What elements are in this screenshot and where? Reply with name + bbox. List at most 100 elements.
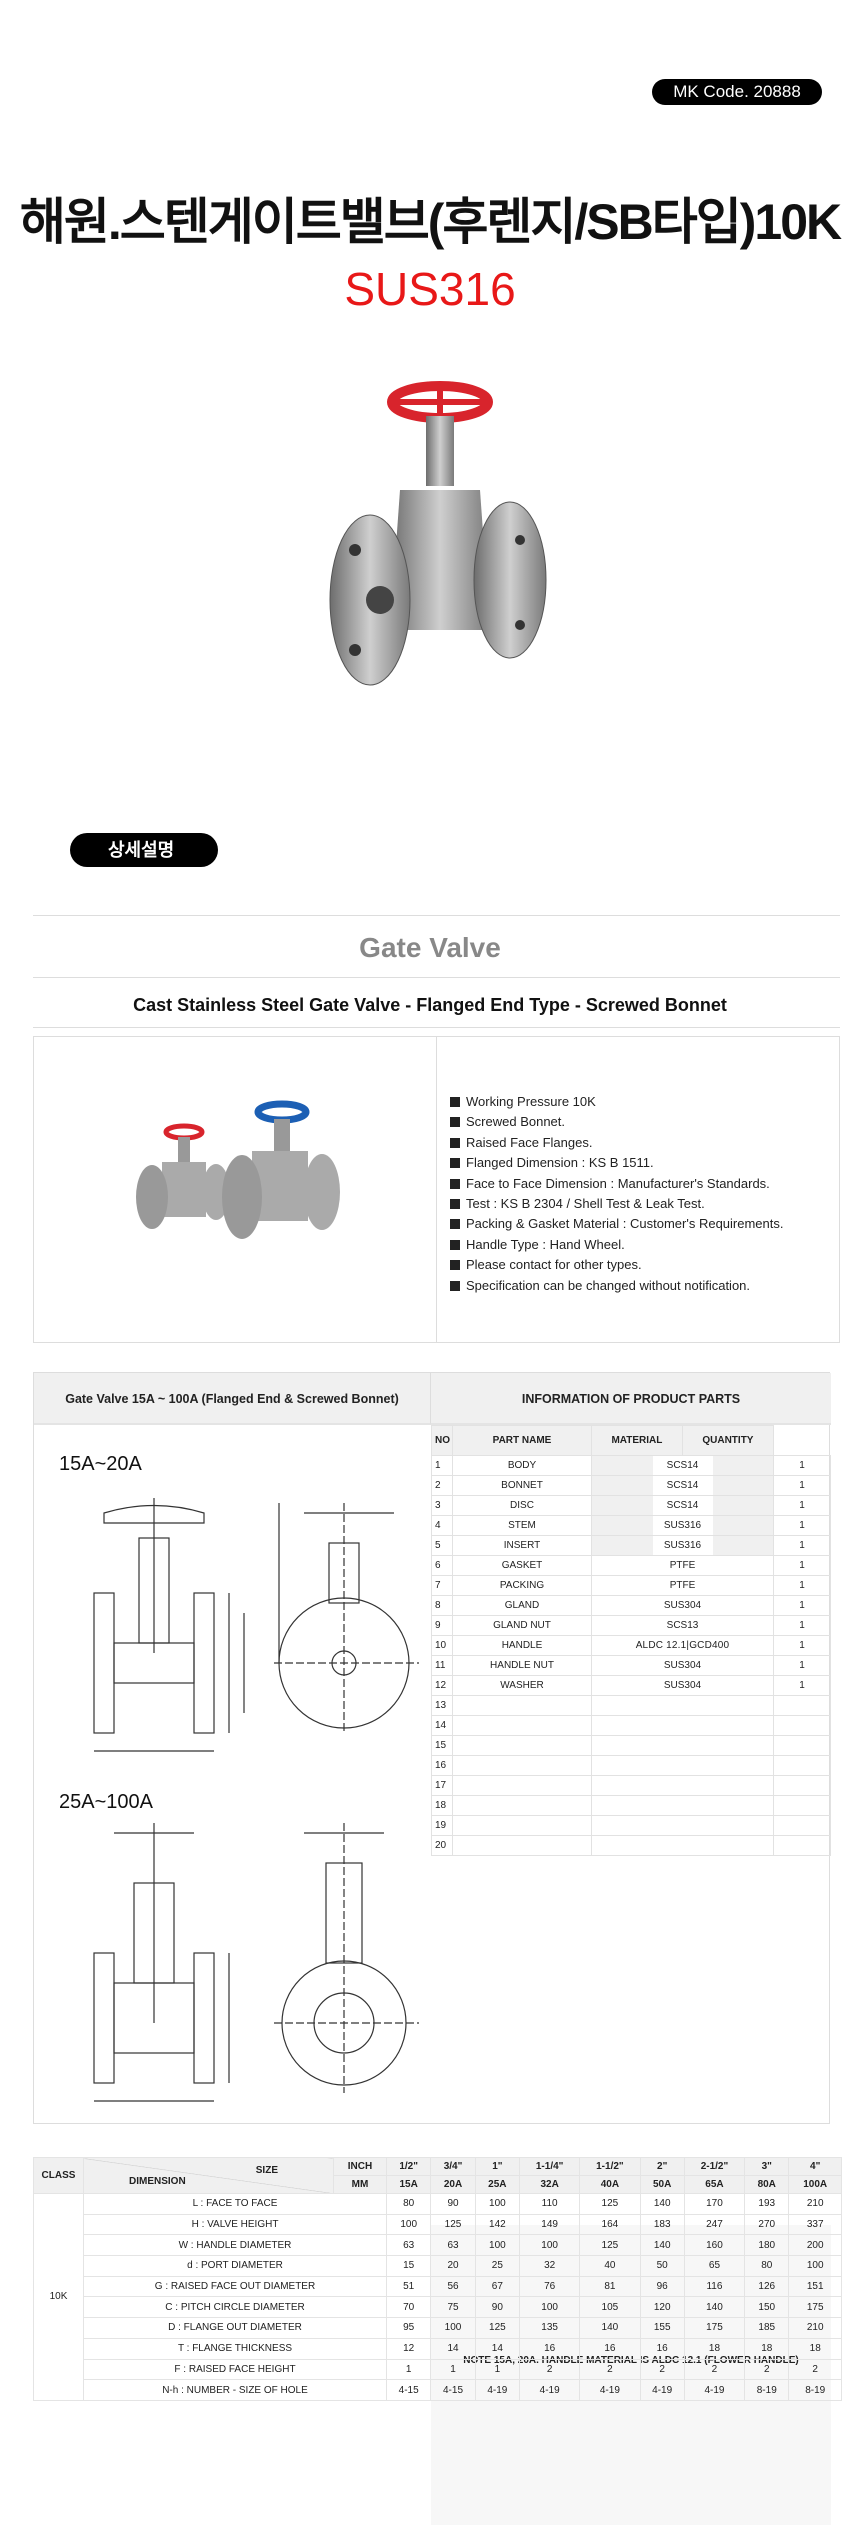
part-material	[591, 1715, 774, 1736]
dim-value: 4-19	[579, 2379, 641, 2401]
dim-value: 185	[744, 2317, 790, 2339]
dim-value: 100	[474, 2234, 521, 2257]
technical-drawing-large	[93, 1823, 419, 2102]
dim-value: 2	[683, 2358, 746, 2381]
dim-value: 183	[639, 2213, 685, 2236]
dim-value: 90	[430, 2193, 476, 2215]
part-no: 10	[431, 1635, 453, 1656]
dim-value: 4-19	[519, 2379, 581, 2401]
inch-size: 1-1/2"	[579, 2157, 641, 2176]
dim-value: 116	[683, 2275, 746, 2298]
dim-value: 14	[474, 2337, 521, 2360]
dim-value: 32	[519, 2255, 581, 2277]
part-name: STEM	[452, 1515, 592, 1536]
dim-value: 16	[639, 2337, 685, 2360]
part-material: SCS13	[591, 1615, 774, 1636]
dim-value: 100	[430, 2317, 476, 2339]
dim-value: 56	[430, 2275, 476, 2298]
part-quantity	[773, 1835, 831, 1856]
dim-value: 18	[744, 2337, 790, 2360]
dim-value: 175	[788, 2296, 842, 2319]
class-value: 10K	[33, 2193, 84, 2401]
dim-value: 193	[744, 2193, 790, 2215]
drawing-label-small: 15A~20A	[59, 1453, 142, 1475]
parts-row: 19	[431, 1815, 831, 1836]
parts-row: 15	[431, 1735, 831, 1756]
dim-value: 140	[639, 2234, 685, 2257]
dim-value: 140	[683, 2296, 746, 2319]
drawing-header: Gate Valve 15A ~ 100A (Flanged End & Scr…	[34, 1373, 431, 1425]
part-name: WASHER	[452, 1675, 592, 1696]
spec-item: Test : KS B 2304 / Shell Test & Leak Tes…	[450, 1194, 784, 1214]
parts-column-header: MATERIAL	[591, 1425, 683, 1456]
dim-value: 1	[430, 2358, 476, 2381]
dim-value: 4-19	[683, 2379, 746, 2401]
dim-value: 14	[430, 2337, 476, 2360]
dim-value: 175	[683, 2317, 746, 2339]
part-name: BONNET	[452, 1475, 592, 1496]
part-material: SUS304	[591, 1655, 774, 1676]
part-no: 18	[431, 1795, 453, 1816]
part-material-value: SUS316	[652, 1516, 713, 1535]
technical-drawing-small	[93, 1498, 419, 1752]
spec-item: Face to Face Dimension : Manufacturer's …	[450, 1174, 784, 1194]
part-no: 15	[431, 1735, 453, 1756]
dim-name: N-h : NUMBER - SIZE OF HOLE	[83, 2379, 387, 2401]
part-no: 16	[431, 1755, 453, 1776]
part-name: GLAND	[452, 1595, 592, 1616]
part-quantity: 1	[773, 1555, 831, 1576]
detail-description-button[interactable]: 상세설명	[70, 833, 218, 867]
part-name: BODY	[452, 1455, 592, 1476]
mm-size: 25A	[474, 2175, 521, 2194]
parts-row: 20	[431, 1835, 831, 1856]
dim-value: 2	[579, 2358, 641, 2381]
part-name: HANDLE	[452, 1635, 592, 1656]
dim-value: 51	[385, 2275, 432, 2298]
mm-size: 20A	[430, 2175, 476, 2194]
class-header: CLASS	[33, 2157, 84, 2194]
part-name: HANDLE NUT	[452, 1655, 592, 1676]
part-no: 11	[431, 1655, 453, 1676]
dim-value: 125	[430, 2213, 476, 2236]
dim-value: 337	[788, 2213, 842, 2236]
dim-value: 270	[744, 2213, 790, 2236]
dim-name: L : FACE TO FACE	[83, 2193, 387, 2215]
part-material	[591, 1775, 774, 1796]
dim-value: 20	[430, 2255, 476, 2277]
part-quantity: 1	[773, 1455, 831, 1476]
spec-item: Working Pressure 10K	[450, 1092, 784, 1112]
part-name	[452, 1695, 592, 1716]
part-quantity: 1	[773, 1575, 831, 1596]
parts-column-header: QUANTITY	[681, 1425, 775, 1456]
parts-row: 16	[431, 1755, 831, 1776]
dim-value: 2	[744, 2358, 790, 2381]
part-material-value: SUS316	[652, 1536, 713, 1555]
drawing-parts-box: Gate Valve 15A ~ 100A (Flanged End & Scr…	[33, 1372, 831, 2525]
part-no: 13	[431, 1695, 453, 1716]
dim-name: W : HANDLE DIAMETER	[83, 2234, 387, 2257]
part-name	[452, 1815, 592, 1836]
dim-value: 16	[579, 2337, 641, 2360]
dim-value: 4-19	[474, 2379, 521, 2401]
dim-value: 80	[385, 2193, 432, 2215]
part-quantity: 1	[773, 1495, 831, 1516]
inch-size: 1-1/4"	[519, 2157, 581, 2176]
part-quantity: 1	[773, 1595, 831, 1616]
inch-label: INCH	[333, 2157, 387, 2176]
mm-size: 100A	[788, 2175, 842, 2194]
dim-value: 8-19	[788, 2379, 842, 2401]
dim-value: 200	[788, 2234, 842, 2257]
part-name	[452, 1755, 592, 1776]
dim-value: 76	[519, 2275, 581, 2298]
dim-value: 65	[683, 2255, 746, 2277]
part-name	[452, 1795, 592, 1816]
mm-size: 50A	[639, 2175, 685, 2194]
dim-value: 155	[639, 2317, 685, 2339]
